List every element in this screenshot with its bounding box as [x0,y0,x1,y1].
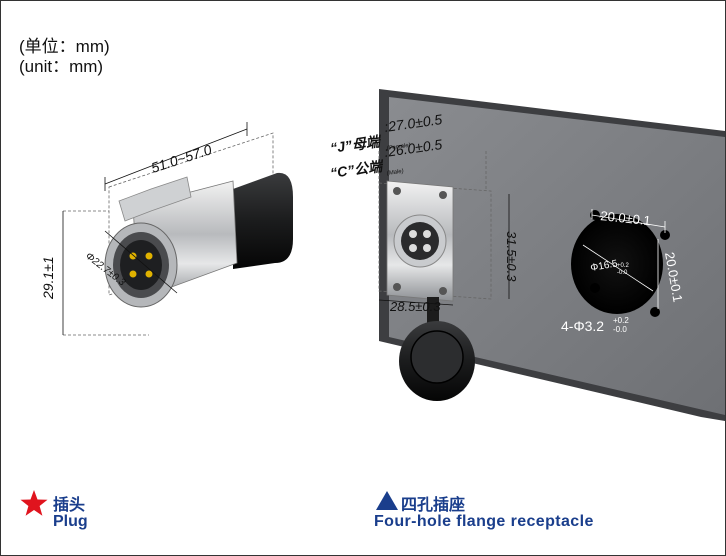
receptacle-c-sub: (Male) [386,169,404,177]
panel-hole-h-dim: 20.0±0.1 [600,208,652,228]
panel-hole-tol-up: +0.2 [617,263,630,269]
receptacle-c-label: “C”公端 [329,157,386,181]
receptacle-width-dim: 28.5±0.3 [389,299,441,314]
legend-plug-cn: 插头 [53,497,86,514]
receptacle-height-dim: 31.5±0.3 [504,231,519,282]
panel-cutout [571,209,670,317]
legend-receptacle-cn: 四孔插座 [401,497,466,514]
panel-hole-tol-down: -0.0 [617,270,628,276]
receptacle-image [378,151,492,401]
panel-mount-tol-down: -0.0 [613,325,627,334]
star-icon [20,490,48,516]
triangle-icon [376,491,398,510]
panel-mount-holes: 4-Φ3.2 [561,318,604,334]
receptacle-j-label: “J”母端 [329,133,383,156]
legend-receptacle-en: Four-hole flange receptacle [374,513,594,530]
plug-height-dim: 29.1±1 [40,256,56,300]
plug-length-dim: 51.0~57.0 [149,141,214,176]
unit-label-en: (unit：mm) [19,57,104,76]
panel-hole-dia: Φ16.5 [590,258,619,274]
legend-plug-en: Plug [53,513,88,530]
plug-image [63,132,293,336]
unit-label-cn: (单位：mm) [19,37,110,56]
receptacle-j-sub: (Female) [386,143,411,152]
panel-mount-tol-up: +0.2 [613,316,629,325]
